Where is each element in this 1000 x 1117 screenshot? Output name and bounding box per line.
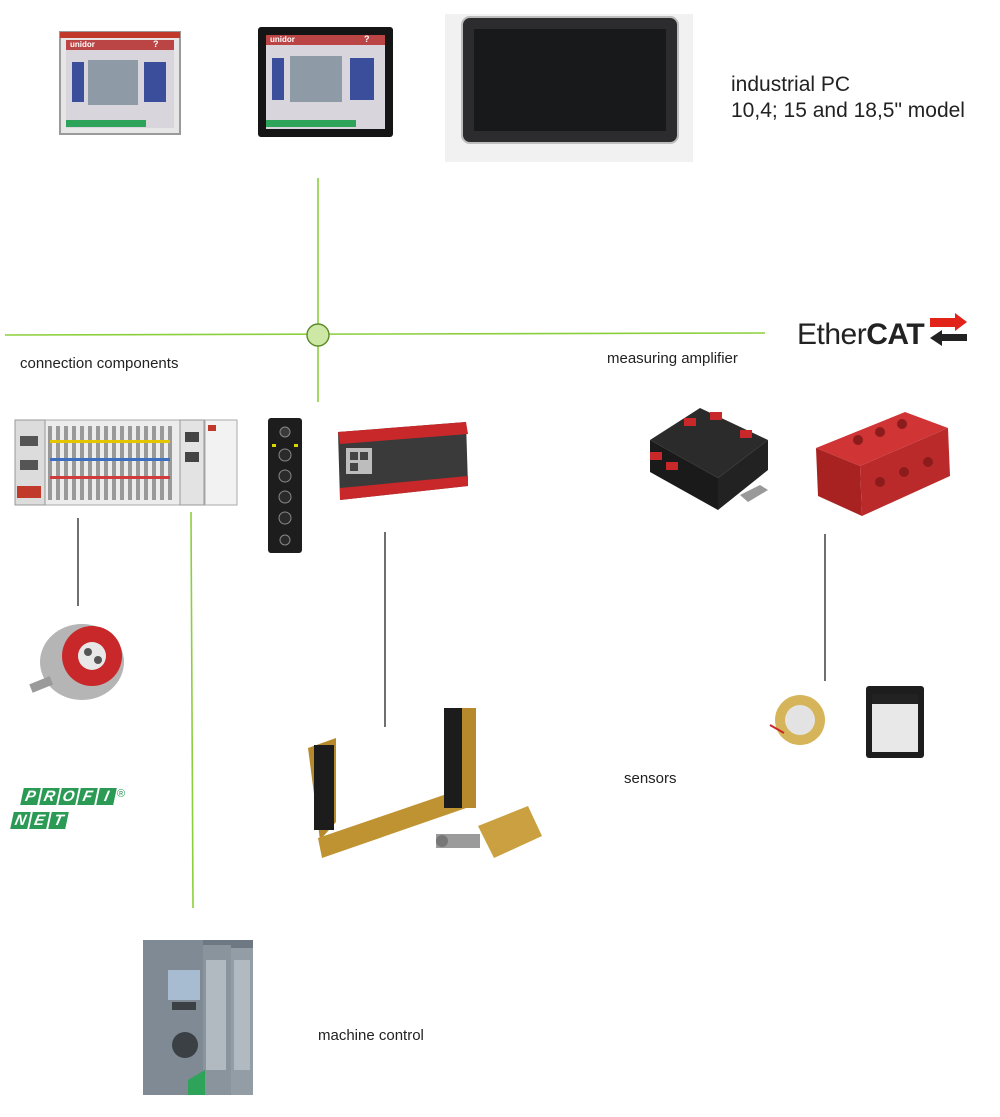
profinet-letter: N bbox=[10, 812, 31, 829]
ethercat-logo: EtherCAT bbox=[797, 318, 925, 352]
hmi-panel-silver bbox=[59, 31, 181, 135]
industrial-pc-label: industrial PC 10,4; 15 and 18,5" model bbox=[731, 72, 965, 124]
industrial-pc-title: industrial PC bbox=[731, 73, 851, 96]
piezo-sensor bbox=[769, 695, 825, 745]
profinet-letter: P bbox=[20, 788, 41, 805]
profinet-letter: I bbox=[96, 788, 117, 805]
ethercat-bus-horizontal bbox=[4, 332, 766, 336]
profinet-letter: R bbox=[39, 788, 60, 805]
terminal-strip bbox=[14, 419, 238, 506]
fork-sensor bbox=[308, 708, 542, 858]
ethercat-arrows bbox=[930, 313, 967, 346]
rotary-encoder bbox=[29, 624, 124, 700]
tablet-pc bbox=[445, 14, 693, 162]
red-terminal-controller bbox=[338, 422, 468, 500]
sensors-label: sensors bbox=[624, 770, 677, 787]
profinet-letter: E bbox=[29, 812, 50, 829]
profinet-bus-line bbox=[190, 511, 194, 909]
hmi-brand-label-1: unidor bbox=[70, 40, 95, 49]
hmi-help-icon-1: ? bbox=[153, 39, 159, 49]
measuring-amplifier-lvc bbox=[650, 408, 768, 510]
connection-components-label: connection components bbox=[20, 355, 179, 372]
measuring-amplifier-label: measuring amplifier bbox=[607, 350, 738, 367]
unidor-sensor bbox=[866, 686, 924, 758]
ethercat-logo-suffix: CAT bbox=[866, 318, 925, 351]
measuring-amplifier-red bbox=[816, 412, 950, 516]
profinet-letter: T bbox=[48, 812, 69, 829]
io-module-black bbox=[268, 418, 302, 553]
bus-node bbox=[306, 323, 330, 347]
machine-control-label: machine control bbox=[318, 1027, 424, 1044]
profinet-letter: O bbox=[58, 788, 79, 805]
hmi-help-icon-2: ? bbox=[364, 34, 370, 44]
hmi-panel-black bbox=[258, 27, 393, 137]
ethercat-logo-prefix: Ether bbox=[797, 318, 867, 351]
profinet-letter: F bbox=[77, 788, 98, 805]
hmi-brand-label-2: unidor bbox=[270, 35, 295, 44]
industrial-pc-models: 10,4; 15 and 18,5" model bbox=[731, 99, 965, 122]
profinet-registered: ® bbox=[117, 788, 126, 800]
siemens-plc bbox=[143, 940, 253, 1095]
